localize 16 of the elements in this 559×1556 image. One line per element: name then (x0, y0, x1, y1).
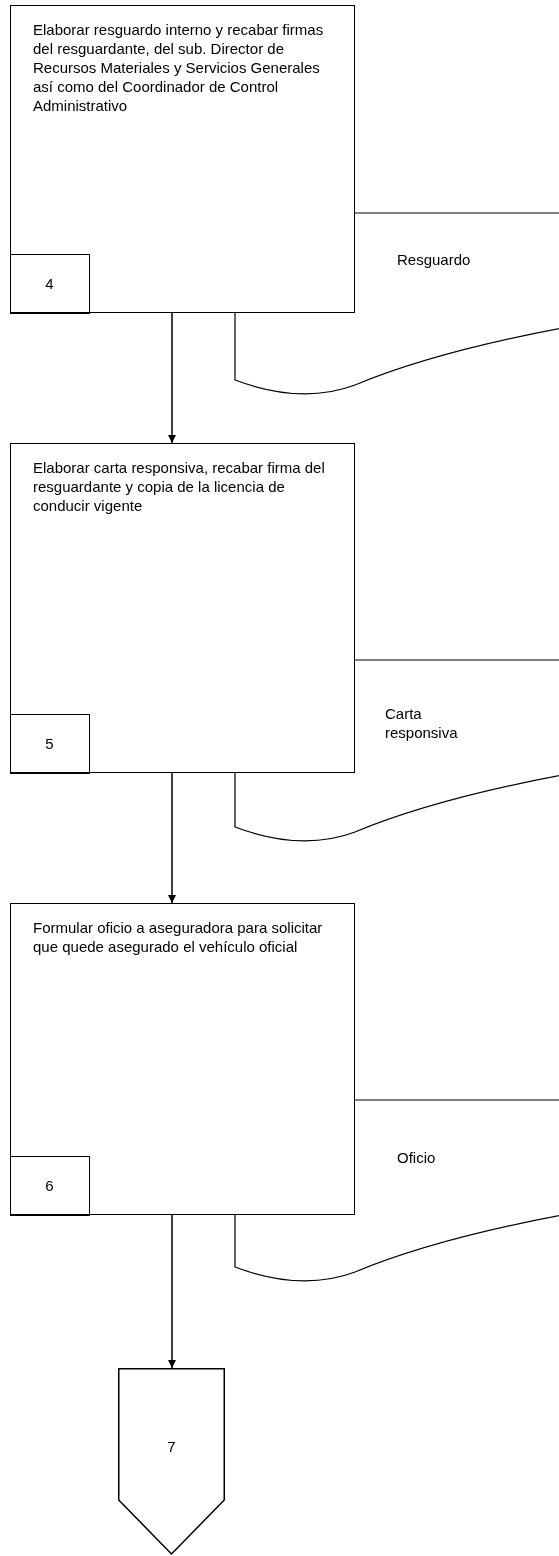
step-number: 5 (9, 713, 90, 774)
document-label: Carta responsiva (385, 704, 459, 742)
step-number: 6 (9, 1155, 90, 1216)
step-number: 4 (9, 253, 90, 314)
connector-label: 7 (167, 1438, 176, 1455)
process-text: Elaborar resguardo interno y recabar firmas del resguardante, del sub. Director de Recursos Materiales y Servicios Generales así como del Coordinador de Control Administrativo (33, 20, 325, 115)
document-label: Oficio (397, 1148, 437, 1167)
process-box (10, 903, 355, 1215)
arrow (168, 772, 176, 904)
arrow (168, 1214, 176, 1369)
process-box (10, 443, 355, 773)
document-label: Resguardo (397, 250, 472, 269)
process-text: Elaborar carta responsiva, recabar firma del resguardante y copia de la licencia de conducir vigente (33, 458, 326, 515)
process-box (10, 5, 355, 313)
arrow (168, 312, 176, 444)
process-text: Formular oficio a aseguradora para solicitar que quede asegurado el vehículo oficial (33, 918, 324, 956)
